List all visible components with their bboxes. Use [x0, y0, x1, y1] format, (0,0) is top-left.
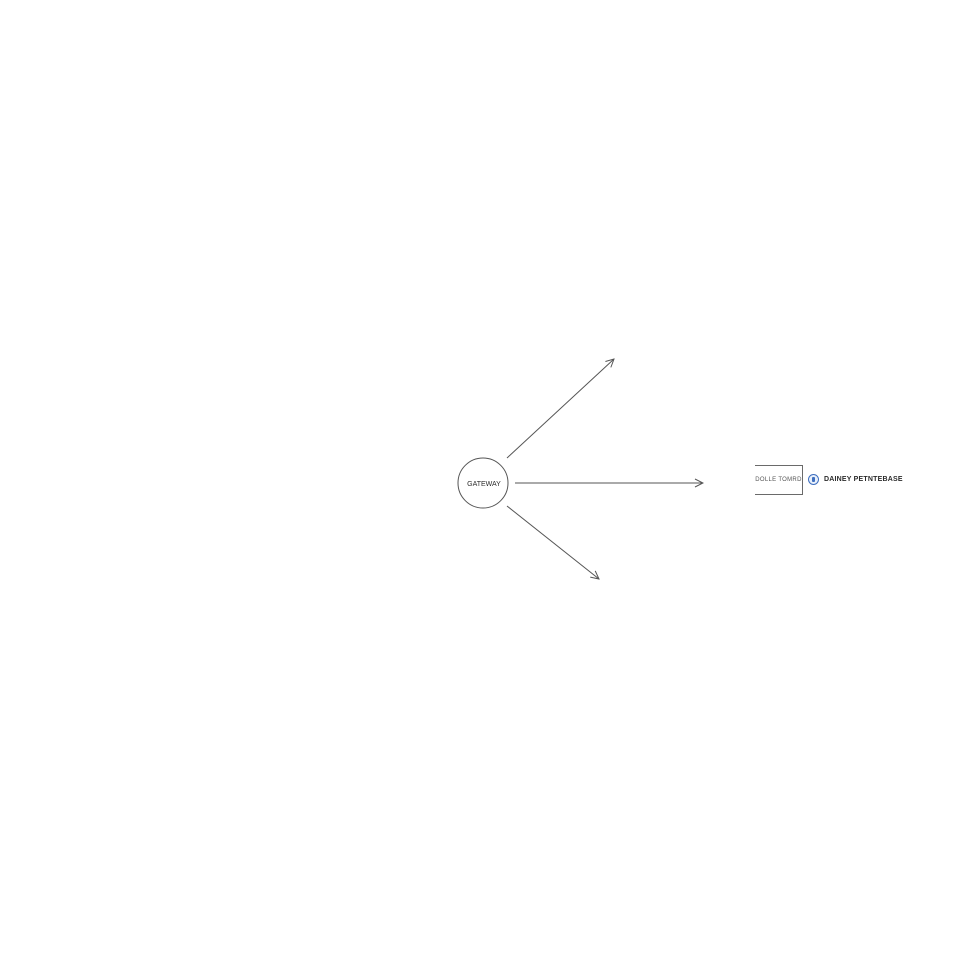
target-database: DAINEY PETNTEBASE [808, 472, 903, 486]
database-icon [808, 473, 819, 485]
edge-down-right [506, 505, 599, 579]
gateway-circle [457, 457, 509, 509]
target-box: DOLLE TOMRD [755, 465, 803, 495]
gateway-label: GATEWAY [467, 481, 501, 488]
target-box-label: DOLLE TOMRD [755, 477, 802, 483]
target-database-label: DAINEY PETNTEBASE [824, 475, 903, 483]
edge-up-right [506, 359, 614, 459]
gateway-node: GATEWAY [457, 457, 509, 509]
